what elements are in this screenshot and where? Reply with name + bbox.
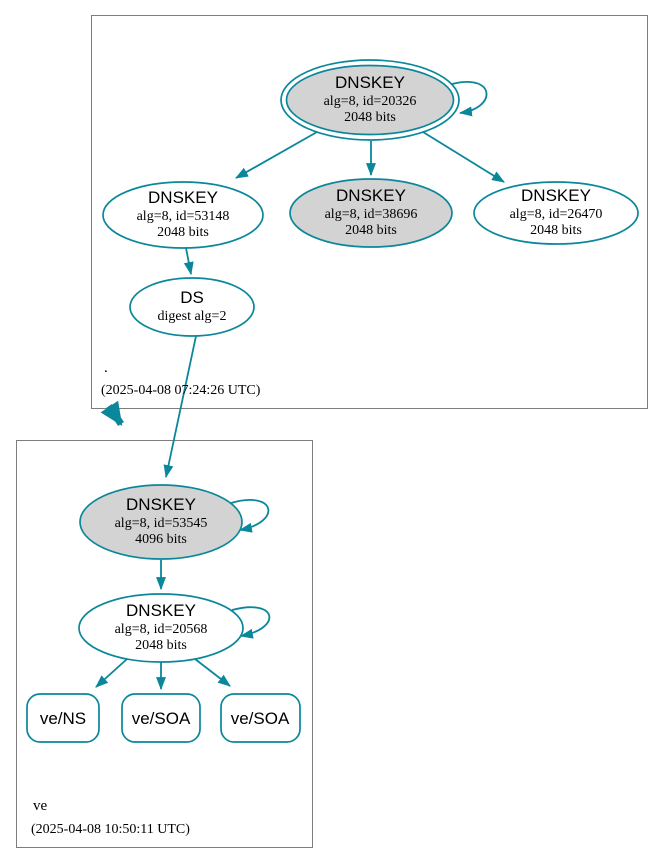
- root-ds-title: DS: [180, 288, 204, 307]
- root-zsk-left-detail: alg=8, id=53148: [137, 209, 230, 224]
- edge-root-ksk-to-zsk-right: [422, 131, 505, 183]
- ve-zsk-title: DNSKEY: [126, 601, 196, 620]
- edge-ve-zsk-to-ns: [95, 658, 128, 688]
- node-rrset-ve-ns[interactable]: ve/NS: [26, 693, 100, 743]
- root-zsk-mid-ellipse: [289, 178, 453, 248]
- ve-zsk-detail: alg=8, id=20568: [115, 622, 208, 637]
- rrset-ns-label: ve/NS: [40, 709, 86, 728]
- ve-zone-label: ve: [33, 798, 48, 814]
- root-zsk-left-size: 2048 bits: [157, 225, 209, 240]
- root-zsk-mid-detail: alg=8, id=38696: [325, 207, 418, 222]
- ve-ksk-title: DNSKEY: [126, 495, 196, 514]
- rrset-soa1-box: [121, 693, 201, 743]
- ve-zsk-ellipse: [78, 593, 244, 663]
- root-zone-label: .: [104, 360, 108, 376]
- ve-ksk-detail: alg=8, id=53545: [115, 516, 208, 531]
- edge-ds-to-ve-ksk: [163, 335, 197, 479]
- edge-ve-zsk-selfloop: [231, 606, 271, 639]
- root-ksk-size: 2048 bits: [344, 110, 396, 125]
- node-rrset-ve-soa-2[interactable]: ve/SOA: [220, 693, 301, 743]
- edge-ve-zsk-to-soa2: [194, 658, 231, 687]
- node-ve-zsk-20568[interactable]: DNSKEY alg=8, id=20568 2048 bits: [78, 593, 244, 663]
- root-ds-detail: digest alg=2: [158, 309, 227, 324]
- ve-zsk-size: 2048 bits: [135, 638, 187, 653]
- node-ve-ksk-53545[interactable]: DNSKEY alg=8, id=53545 4096 bits: [79, 484, 243, 560]
- root-zsk-mid-title: DNSKEY: [336, 186, 406, 205]
- ve-ksk-size: 4096 bits: [135, 532, 187, 547]
- root-ds-ellipse: [129, 277, 255, 337]
- node-root-ds[interactable]: DS digest alg=2: [129, 277, 255, 337]
- rrset-soa1-label: ve/SOA: [132, 709, 191, 728]
- ve-ksk-ellipse: [79, 484, 243, 560]
- root-zsk-right-detail: alg=8, id=26470: [510, 207, 603, 222]
- root-zsk-right-size: 2048 bits: [530, 223, 582, 238]
- node-root-zsk-38696[interactable]: DNSKEY alg=8, id=38696 2048 bits: [289, 178, 453, 248]
- root-zone-timestamp: (2025-04-08 07:24:26 UTC): [101, 383, 261, 398]
- node-root-zsk-53148[interactable]: DNSKEY alg=8, id=53148 2048 bits: [102, 181, 264, 249]
- ve-zone-timestamp: (2025-04-08 10:50:11 UTC): [31, 822, 190, 837]
- root-zsk-right-ellipse: [473, 181, 639, 245]
- rrset-ns-box: [26, 693, 100, 743]
- rrset-soa2-label: ve/SOA: [231, 709, 290, 728]
- node-root-zsk-26470[interactable]: DNSKEY alg=8, id=26470 2048 bits: [473, 181, 639, 245]
- edge-ve-ksk-selfloop: [230, 499, 270, 533]
- edge-root-ksk-to-zsk-left: [235, 131, 318, 179]
- rrset-soa2-box: [220, 693, 301, 743]
- edge-zsk-left-to-ds: [183, 247, 194, 276]
- edge-root-ksk-selfloop: [451, 81, 488, 117]
- edge-root-to-ve-delegation: [100, 400, 124, 426]
- root-zsk-left-title: DNSKEY: [148, 188, 218, 207]
- node-root-ksk-20326[interactable]: DNSKEY alg=8, id=20326 2048 bits: [280, 59, 460, 141]
- root-ksk-detail: alg=8, id=20326: [324, 94, 417, 109]
- root-ksk-inner-ellipse: [285, 64, 455, 136]
- node-rrset-ve-soa-1[interactable]: ve/SOA: [121, 693, 201, 743]
- root-zsk-right-title: DNSKEY: [521, 186, 591, 205]
- root-zsk-mid-size: 2048 bits: [345, 223, 397, 238]
- root-ksk-title: DNSKEY: [335, 73, 405, 92]
- root-zsk-left-ellipse: [102, 181, 264, 249]
